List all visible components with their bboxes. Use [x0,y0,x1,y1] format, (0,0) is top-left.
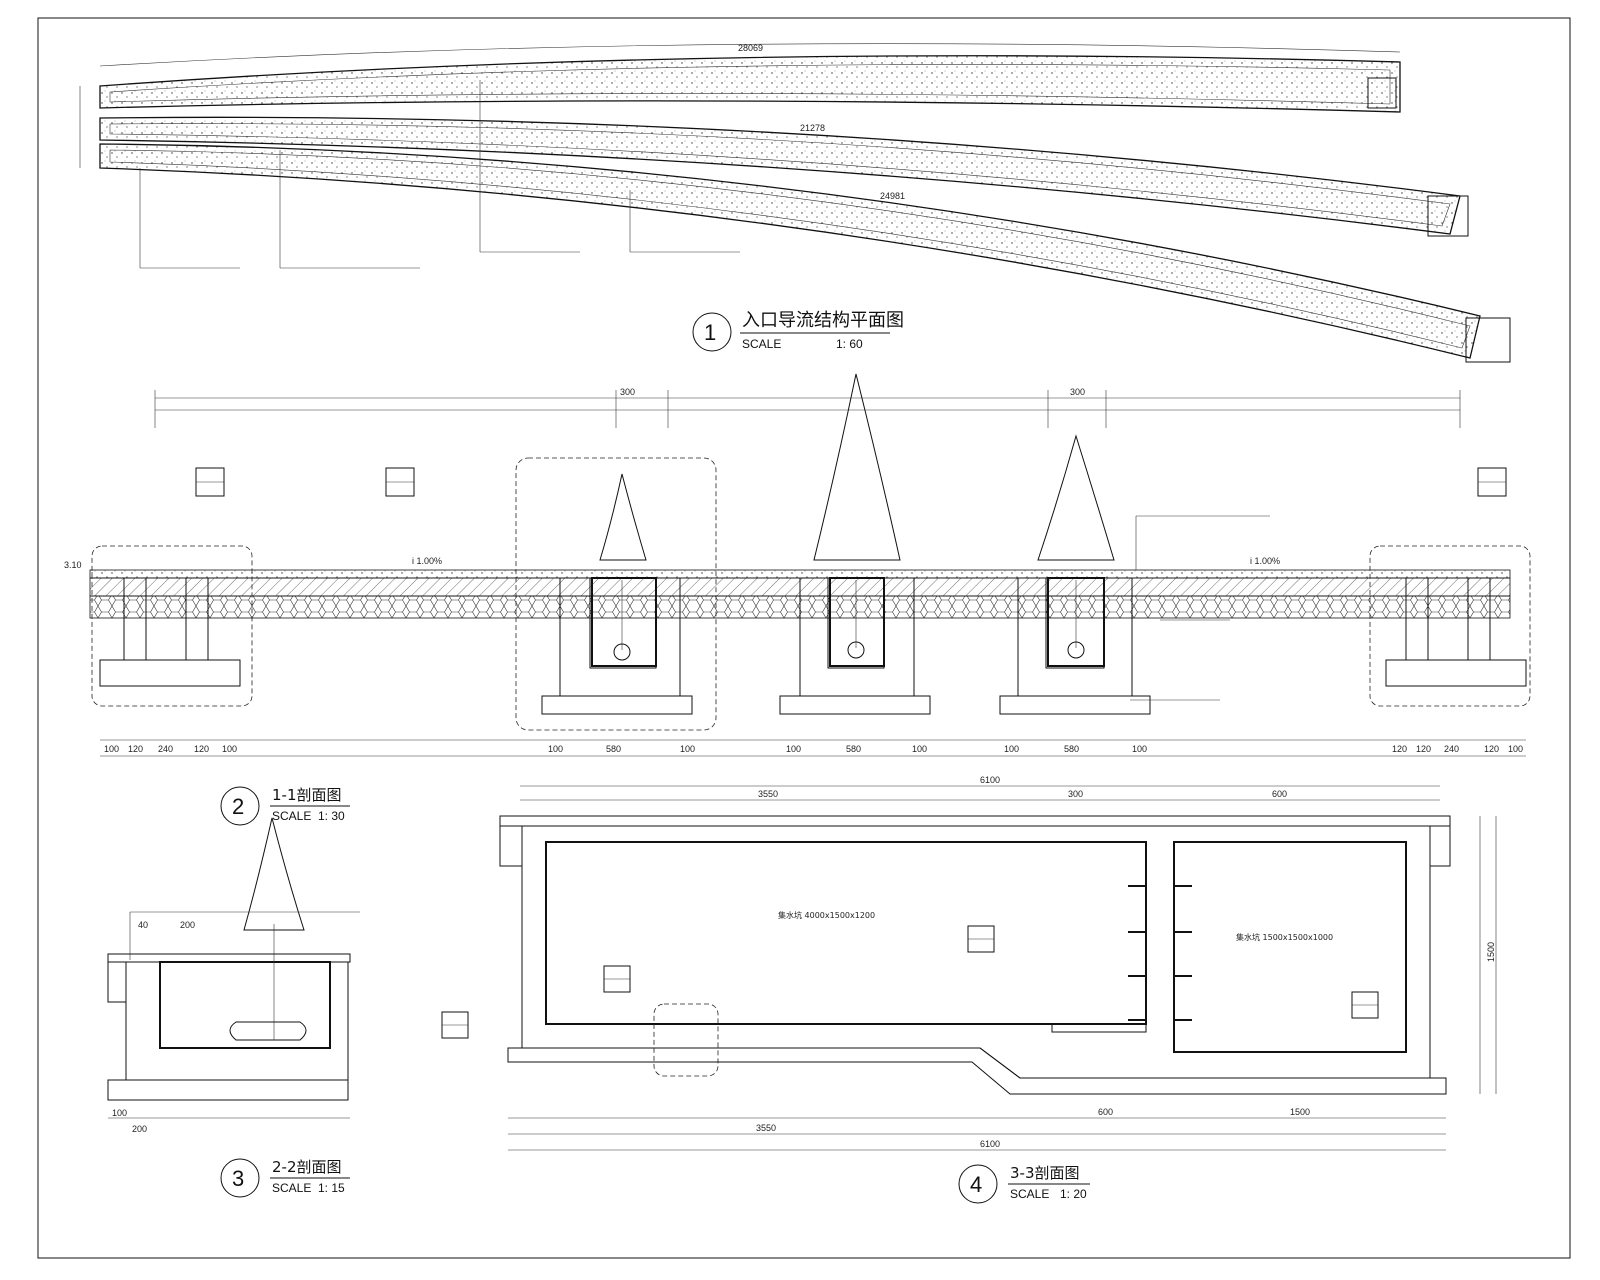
s11-bottom-dim: 100 [786,744,801,754]
plan-dim-middle: 21278 [800,123,825,133]
section-1-1-scale-label: SCALE [272,809,311,823]
s11-bottom-dim: 100 [222,744,237,754]
s33-bottom-c: 1500 [1290,1107,1310,1117]
s11-bottom-dim: 580 [606,744,621,754]
section-3-3-scale-label: SCALE [1010,1187,1049,1201]
plan-dim-lower: 24981 [880,191,905,201]
s33-bottom-a: 3550 [756,1123,776,1133]
plan-channel-middle [99,116,1461,235]
s11-bottom-dim: 100 [680,744,695,754]
s11-bottom-dim: 100 [1004,744,1019,754]
s11-level: 3.10 [64,560,82,570]
s11-bottom-dim: 100 [912,744,927,754]
s11-bottom-dim: 120 [1484,744,1499,754]
plan-channel-lower [99,143,1481,359]
s22-dim-a: 40 [138,920,148,930]
section-2-2-title-block: 3 2-2剖面图 SCALE 1: 15 [220,1158,350,1198]
plan-dim-top: 28069 [738,43,763,53]
s11-bottom-dim: 100 [548,744,563,754]
section-3-3-number: 4 [970,1172,982,1197]
s11-bottom-dim: 100 [104,744,119,754]
s33-note-right: 集水坑 1500x1500x1000 [1236,932,1333,942]
s33-top-a: 3550 [758,789,778,799]
plan-title: 入口导流结构平面图 [742,310,904,331]
s33-right-dim: 1500 [1486,942,1496,962]
s22-dim-d: 200 [132,1124,147,1134]
section-1-1-number: 2 [232,794,244,819]
plan-drawing: 28069 21278 24981 1 入口导流结构平面图 SCALE 1: 6… [79,43,1511,363]
section-2-2-drawing: 40 200 100 200 3 2-2剖面图 SCALE 1: 15 [107,817,469,1198]
plan-channel-top [99,55,1401,113]
section-3-3-title: 3-3剖面图 [1010,1164,1080,1182]
plan-title-block: 1 入口导流结构平面图 SCALE 1: 60 [692,310,904,352]
plan-scale-label: SCALE [742,337,781,351]
plan-number: 1 [704,320,716,345]
s33-note-left: 集水坑 4000x1500x1200 [778,910,875,920]
s11-bottom-dim: 120 [1392,744,1407,754]
fountain-pit-1 [515,457,717,731]
plan-scale-value: 1: 60 [836,337,863,351]
s22-dim-c: 100 [112,1108,127,1118]
s33-overall: 6100 [980,775,1000,785]
section-1-1-title-block: 2 1-1剖面图 SCALE 1: 30 [220,786,350,826]
section-2-2-scale-value: 1: 15 [318,1181,345,1195]
s11-bottom-dim: 100 [1508,744,1523,754]
s11-dim-b: 300 [1070,387,1085,397]
s11-bottom-dim: 240 [1444,744,1459,754]
section-3-3-drawing: 6100 3550 300 600 集水坑 4000x1500x1200 集水坑… [499,775,1497,1204]
section-1-1-title: 1-1剖面图 [272,786,342,804]
s11-dim-a: 300 [620,387,635,397]
section-2-2-title: 2-2剖面图 [272,1158,342,1176]
s11-bottom-dim: 120 [128,744,143,754]
s11-bottom-dim: 580 [1064,744,1079,754]
sheet-border [37,17,1571,1259]
section-1-1-drawing: 300 300 3.10 i 1.00% i 1.00% [64,373,1531,826]
s11-bottom-dim: 100 [1132,744,1147,754]
section-2-2-scale-label: SCALE [272,1181,311,1195]
fountain-pit-3 [999,434,1151,715]
s22-dim-b: 200 [180,920,195,930]
s33-bottom-b: 600 [1098,1107,1113,1117]
s11-bottom-dim: 120 [194,744,209,754]
section-3-3-title-block: 4 3-3剖面图 SCALE 1: 20 [958,1164,1090,1204]
s11-bottom-dim: 120 [1416,744,1431,754]
s11-bottom-dim: 580 [846,744,861,754]
s11-bottom-dim: 240 [158,744,173,754]
fountain-pit-2 [779,373,931,715]
section-3-3-scale-value: 1: 20 [1060,1187,1087,1201]
section-1-1-scale-value: 1: 30 [318,809,345,823]
s33-bottom-overall: 6100 [980,1139,1000,1149]
s33-top-b: 300 [1068,789,1083,799]
s11-slope-left: i 1.00% [412,556,442,566]
s11-slope-right: i 1.00% [1250,556,1280,566]
s33-top-c: 600 [1272,789,1287,799]
section-2-2-number: 3 [232,1166,244,1191]
